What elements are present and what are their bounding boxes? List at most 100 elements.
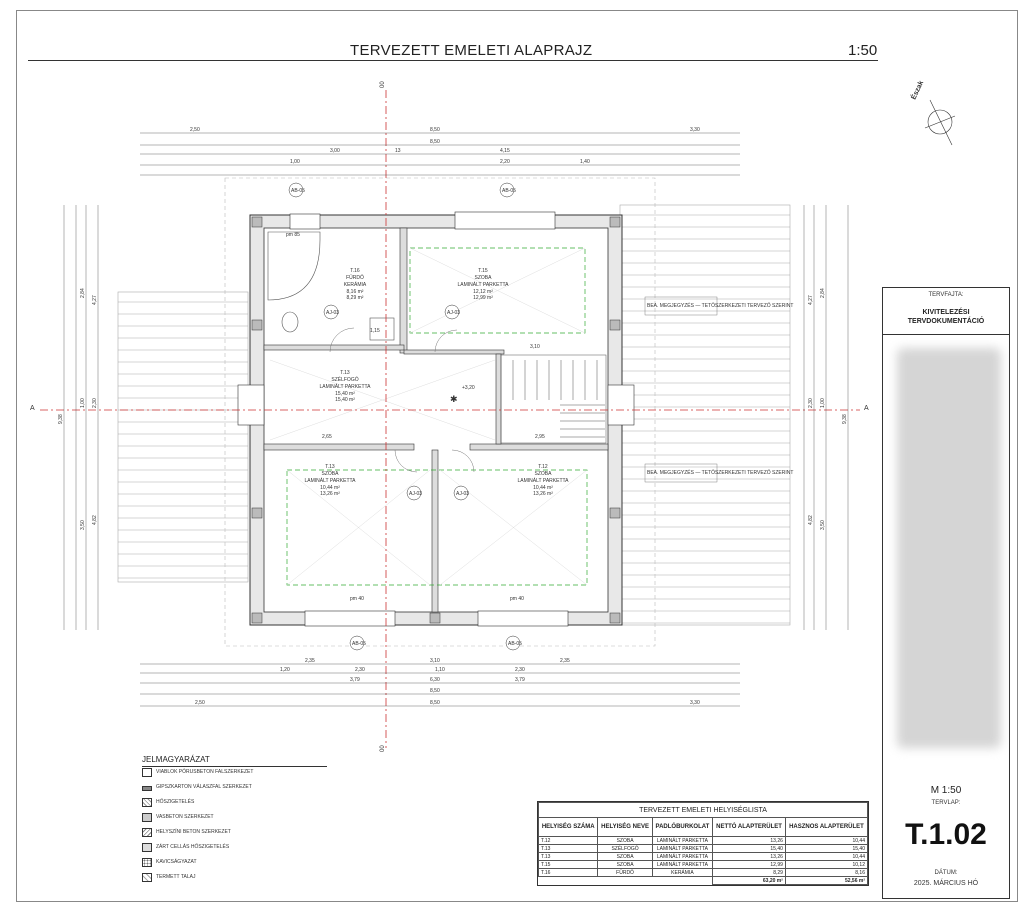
- table-cell: KERÁMIA: [651, 868, 714, 877]
- roof-note-2: BEA. MEGJEGYZÉS — TETŐSZERKEZETI TERVEZŐ…: [647, 469, 793, 476]
- dim-bottom-sub-1: 2,35: [305, 658, 315, 664]
- date-label: DÁTUM:: [934, 870, 958, 876]
- stairs: [500, 354, 607, 444]
- dim-bottom-sub2-2: 2,30: [355, 667, 365, 673]
- table-cell: T.16: [537, 868, 599, 877]
- table-header-row: HELYISÉG SZÁMA HELYISÉG NEVE PADLÓBURKOL…: [537, 817, 869, 837]
- dim-right-total: 9,38: [842, 414, 848, 424]
- table-cell: LAMINÁLT PARKETTA: [651, 852, 714, 861]
- table-total-net: 63,20 m²: [712, 876, 786, 885]
- dim-bottom-sub3-2: 6,30: [430, 677, 440, 683]
- room-table-caption: TERVEZETT EMELETI HELYISÉGLISTA: [538, 802, 868, 818]
- axis-label-bottom: 00: [380, 745, 386, 752]
- room-name: SZOBA: [535, 471, 553, 477]
- roof-right: [619, 204, 791, 626]
- dim-bottom-sub2-4: 2,30: [515, 667, 525, 673]
- dim-inner-4: 1,15: [370, 328, 380, 334]
- table-header: HELYISÉG NEVE: [597, 817, 653, 837]
- dim-left-4: 2,30: [92, 398, 98, 408]
- door-tag-2: AJ-03: [447, 310, 460, 316]
- interior-walls: [263, 227, 609, 613]
- table-cell: SZÉLFOGÓ: [597, 844, 653, 853]
- table-cell: 13,26: [712, 852, 786, 861]
- legend-label: ZÁRT CELLÁS HŐSZIGETELÉS: [156, 844, 230, 850]
- legend-item: TERMETT TALAJ: [142, 872, 195, 882]
- table-cell: SZOBA: [597, 836, 653, 845]
- room-name: SZOBA: [475, 275, 493, 281]
- legend-item: KAVICSÁGYAZAT: [142, 857, 197, 867]
- dim-bottom-sub2-1: 1,20: [280, 667, 290, 673]
- table-header: NETTÓ ALAPTERÜLET: [712, 817, 786, 837]
- room-floor: LAMINÁLT PARKETTA: [517, 477, 569, 484]
- dim-left-total: 9,38: [58, 414, 64, 424]
- room-net: 10,44 m²: [320, 485, 340, 491]
- parapet-note-1: pm 85: [286, 232, 300, 238]
- room-label-t12: T.12 SZOBA LAMINÁLT PARKETTA 10,44 m² 13…: [517, 464, 569, 497]
- dim-bottom-sub-3: 2,35: [560, 658, 570, 664]
- roof-left: [117, 291, 249, 583]
- legend-label: VIABLOK PÓRUSBETON FALSZERKEZET: [156, 769, 254, 775]
- door-tag-1: AJ-03: [326, 310, 339, 316]
- room-net: 12,12 m²: [473, 289, 493, 295]
- room-name: SZOBA: [322, 471, 340, 477]
- room-label-t16: T.16 FÜRDŐ KERÁMIA 8,16 m² 8,29 m²: [344, 268, 367, 301]
- dim-right-4: 2,30: [808, 398, 814, 408]
- table-cell: 13,26: [712, 836, 786, 845]
- dim-left-1: 2,84: [80, 288, 86, 298]
- legend-swatch: [142, 798, 152, 807]
- parapet-note-3: pm 40: [510, 596, 524, 602]
- dim-top-left: 2,50: [190, 127, 200, 133]
- dim-bottom-sub-2: 3,10: [430, 658, 440, 664]
- room-gross: 12,99 m²: [473, 295, 493, 301]
- room-id: T.12: [538, 464, 548, 470]
- table-cell: 8,29: [712, 868, 786, 877]
- plan-type-label: TERVFAJTA:: [928, 292, 964, 298]
- eave-outline: [224, 177, 656, 647]
- table-cell: LAMINÁLT PARKETTA: [651, 836, 714, 845]
- dimension-lines: [63, 132, 849, 707]
- dim-left-5: 3,50: [80, 520, 86, 530]
- dim-bottom-left: 2,50: [195, 700, 205, 706]
- roof-note-1: BEA. MEGJEGYZÉS — TETŐSZERKEZETI TERVEZŐ…: [647, 302, 793, 309]
- north-arrow-small-icon: ✱: [450, 394, 458, 404]
- plan-type-value-1: KIVITELEZÉSI: [922, 309, 970, 316]
- table-cell-empty: [538, 876, 714, 885]
- dim-left-2: 4,27: [92, 295, 98, 305]
- table-cell: 15,40: [784, 844, 869, 853]
- table-cell: SZOBA: [597, 860, 653, 869]
- table-cell: T.12: [537, 836, 599, 845]
- room-gross: 15,40 m²: [335, 397, 355, 403]
- table-cell: FÜRDŐ: [597, 868, 653, 877]
- dim-bottom-sub3-3: 3,79: [515, 677, 525, 683]
- dim-top-sub2-3: 1,40: [580, 159, 590, 165]
- legend-swatch: [142, 828, 152, 837]
- dim-right-2: 4,27: [808, 295, 814, 305]
- room-id: T.13: [325, 464, 335, 470]
- room-name: FÜRDŐ: [346, 274, 364, 281]
- window-tag-1: AB-05: [291, 188, 305, 194]
- legend-swatch: [142, 873, 152, 882]
- dim-inner-1: 2,65: [322, 434, 332, 440]
- legend-title: JELMAGYARÁZAT: [142, 755, 210, 764]
- table-cell: 12,99: [712, 860, 786, 869]
- north-arrow-icon: [924, 99, 956, 146]
- legend-label: HELYSZÍNI BETON SZERKEZET: [156, 829, 231, 835]
- table-cell: LAMINÁLT PARKETTA: [651, 860, 714, 869]
- dim-bottom-total: 8,50: [430, 688, 440, 694]
- room-list-table: TERVEZETT EMELETI HELYISÉGLISTA HELYISÉG…: [537, 801, 869, 886]
- legend-label: GIPSZKARTON VÁLASZFAL SZERKEZET: [156, 784, 252, 790]
- window-tag-2: AB-05: [502, 188, 516, 194]
- legend-item: HŐSZIGETELÉS: [142, 797, 195, 807]
- dim-bottom-total-2: 8,50: [430, 700, 440, 706]
- room-floor: LAMINÁLT PARKETTA: [304, 477, 356, 484]
- redacted-area: [897, 348, 1001, 748]
- dim-top-sub-1: 3,00: [330, 148, 340, 154]
- legend-label: HŐSZIGETELÉS: [156, 799, 195, 805]
- dim-top-sub-3: 4,15: [500, 148, 510, 154]
- title-block-scale: M 1:50: [930, 785, 962, 796]
- room-id: T.13: [340, 370, 350, 376]
